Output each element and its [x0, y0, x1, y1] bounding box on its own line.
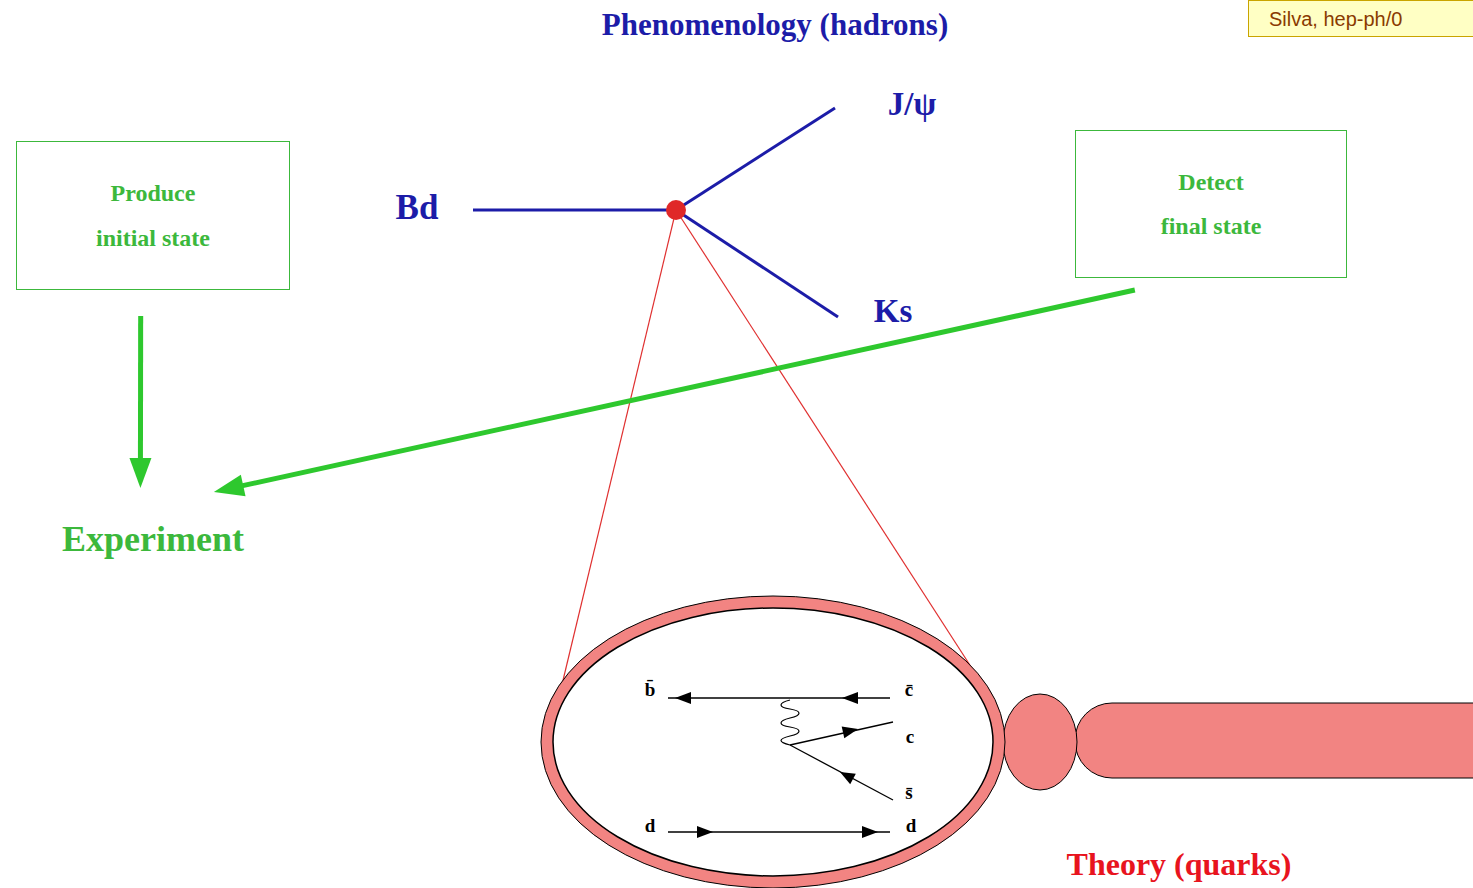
- node-text: Produce initial state: [83, 171, 223, 260]
- quark-label: d: [906, 815, 917, 837]
- process-box: Produce initial state: [16, 141, 290, 290]
- label-text: Theory (quarks): [1067, 846, 1292, 882]
- label-text: s̄: [905, 782, 912, 803]
- label-text: d: [645, 815, 656, 836]
- quark-label: c̄: [905, 679, 913, 701]
- arrow-shaft: [138, 316, 143, 462]
- quark-label: d: [645, 815, 656, 837]
- label-text: d: [906, 815, 917, 836]
- flow-arrow: [129, 316, 151, 488]
- flow-arrow: [214, 290, 1135, 496]
- particle-line: [473, 209, 676, 212]
- quark-diagram: [668, 698, 893, 832]
- quark-arrows: [675, 692, 878, 838]
- experiment-node: Experiment: [48, 514, 258, 566]
- node-text: Experiment: [62, 520, 244, 560]
- title: Phenomenology (hadrons): [602, 7, 949, 43]
- label-text: c̄: [905, 679, 913, 700]
- label-text: c: [906, 726, 914, 747]
- quark-label: s̄: [905, 782, 912, 804]
- theory-label: Theory (quarks): [1067, 846, 1292, 883]
- particle-label: Ks: [874, 293, 913, 330]
- citation-box: Silva, hep-ph/0: [1248, 0, 1473, 37]
- quark-label: c: [906, 726, 914, 748]
- quark-label: b̄: [645, 679, 656, 701]
- arrow-shaft: [239, 290, 1135, 486]
- label-text: Bd: [396, 188, 439, 227]
- magnifier-handle: [1075, 703, 1473, 778]
- node-text: Detect final state: [1156, 160, 1266, 249]
- magnifier-lens: [547, 602, 999, 882]
- process-box: Detect final state: [1075, 130, 1347, 278]
- particle-label: Bd: [396, 188, 439, 228]
- vertex-dot: [666, 200, 686, 220]
- particle-line: [676, 108, 835, 210]
- label-text: b̄: [645, 679, 656, 700]
- arrow-head: [129, 458, 151, 488]
- node-text: Silva, hep-ph/0: [1269, 7, 1402, 31]
- lens-rim: [541, 596, 1005, 888]
- particle-line: [676, 210, 838, 317]
- lens-rim: [553, 608, 993, 876]
- label-text: J/ψ: [888, 86, 936, 122]
- label-text: Ks: [874, 293, 913, 329]
- particle-label: J/ψ: [888, 86, 936, 123]
- magnifier-collar: [1003, 694, 1077, 790]
- arrow-head: [214, 475, 246, 496]
